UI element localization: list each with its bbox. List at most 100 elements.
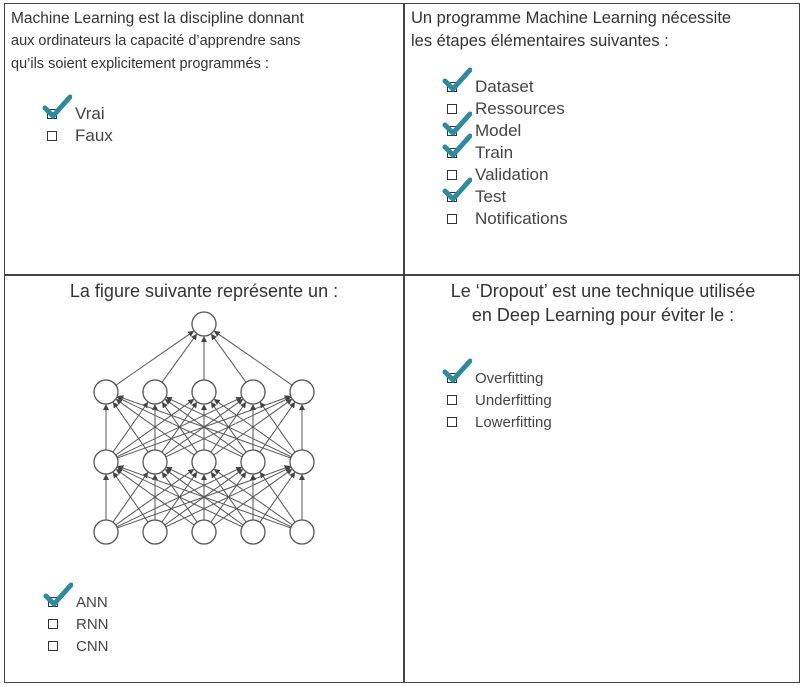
q1-option[interactable]: Vrai	[42, 94, 113, 125]
option-label: Overfitting	[475, 369, 544, 387]
question-4-line-1: Le ‘Dropout’ est une technique utilisée	[450, 281, 756, 301]
checkbox[interactable]	[447, 417, 457, 427]
network-node	[142, 449, 168, 475]
network-node	[289, 519, 315, 545]
network-edge	[213, 330, 293, 386]
checkbox[interactable]	[447, 126, 457, 136]
vertical-divider	[403, 4, 405, 682]
q3-option[interactable]: RNN	[48, 613, 109, 635]
network-edge	[116, 467, 243, 528]
option-label: Train	[475, 143, 514, 162]
option-label: Validation	[475, 165, 549, 184]
option-label: Dataset	[475, 77, 534, 96]
q2-option[interactable]: Test	[442, 177, 568, 208]
question-3-text: La figure suivante représente un :	[5, 279, 403, 303]
q4-option[interactable]: Lowerfitting	[447, 411, 552, 433]
question-3-options: ANN RNN CNN	[43, 582, 109, 657]
question-4-cell: Le ‘Dropout’ est une technique utilisée …	[405, 276, 801, 431]
q3-option[interactable]: CNN	[48, 635, 109, 657]
checkbox[interactable]	[47, 131, 57, 141]
network-node	[191, 449, 217, 475]
network-edge	[115, 468, 195, 526]
question-1-line-3: qu’ils soient explicitement programmés :	[11, 56, 269, 72]
question-2-cell: Un programme Machine Learning nécessite …	[411, 7, 797, 228]
checkbox[interactable]	[447, 373, 457, 383]
checkbox[interactable]	[48, 597, 58, 607]
question-2-line-2: les étapes élémentaires suivantes :	[411, 32, 669, 50]
network-node	[93, 449, 119, 475]
question-1-cell: Machine Learning est la discipline donna…	[11, 7, 397, 145]
q2-option[interactable]: Notifications	[447, 208, 568, 230]
question-1-line-1: Machine Learning est la discipline donna…	[11, 10, 304, 27]
network-node	[289, 379, 315, 405]
network-edge	[259, 471, 296, 523]
q2-option[interactable]: Validation	[447, 164, 568, 186]
checkbox[interactable]	[447, 104, 457, 114]
network-edge	[211, 333, 247, 383]
option-label: ANN	[76, 593, 108, 611]
quiz-grid: Machine Learning est la discipline donna…	[4, 3, 800, 683]
network-node	[289, 449, 315, 475]
q1-option[interactable]: Faux	[47, 125, 113, 147]
q4-option[interactable]: Overfitting	[442, 358, 552, 389]
network-edge	[117, 395, 291, 459]
network-node	[142, 519, 168, 545]
network-edge	[112, 471, 149, 523]
network-edge	[115, 398, 195, 456]
option-label: RNN	[76, 615, 109, 633]
checkbox[interactable]	[447, 82, 457, 92]
network-node	[240, 519, 266, 545]
network-node	[191, 519, 217, 545]
checkbox[interactable]	[47, 109, 57, 119]
neural-network-diagram	[93, 311, 315, 545]
network-node	[240, 379, 266, 405]
question-2-line-1: Un programme Machine Learning nécessite	[411, 9, 732, 27]
q2-option[interactable]: Model	[442, 111, 568, 142]
network-edge	[213, 468, 293, 526]
option-label: Test	[475, 187, 507, 206]
checkbox[interactable]	[48, 641, 58, 651]
checkbox[interactable]	[447, 395, 457, 405]
network-node	[191, 311, 217, 337]
network-node	[240, 449, 266, 475]
question-4-line-2: en Deep Learning pour éviter le :	[471, 305, 735, 325]
option-label: Model	[475, 121, 522, 140]
network-node	[93, 379, 119, 405]
checkbox[interactable]	[447, 214, 457, 224]
option-label: Faux	[75, 126, 113, 145]
option-label: Lowerfitting	[475, 413, 552, 431]
network-node	[142, 379, 168, 405]
option-label: Notifications	[475, 209, 568, 228]
horizontal-divider	[5, 274, 799, 276]
question-3-line-1: La figure suivante représente un :	[69, 281, 339, 301]
network-edge	[165, 467, 292, 528]
option-label: CNN	[76, 637, 109, 655]
q4-option[interactable]: Underfitting	[447, 389, 552, 411]
checkbox[interactable]	[447, 192, 457, 202]
q3-option[interactable]: ANN	[43, 582, 109, 613]
option-label: Ressources	[475, 99, 565, 118]
network-edge	[116, 397, 243, 458]
network-edge	[165, 397, 292, 458]
question-1-text: Machine Learning est la discipline donna…	[11, 7, 397, 76]
network-edge	[259, 401, 296, 453]
q2-option[interactable]: Dataset	[442, 67, 568, 98]
network-edge	[213, 398, 293, 456]
option-label: Underfitting	[475, 391, 552, 409]
q2-option[interactable]: Train	[442, 133, 568, 164]
checkbox[interactable]	[447, 148, 457, 158]
network-node	[191, 379, 217, 405]
question-2-text: Un programme Machine Learning nécessite …	[411, 7, 797, 53]
question-3-cell: La figure suivante représente un : ANN RN…	[5, 276, 403, 655]
network-edge	[112, 401, 149, 453]
network-edge	[161, 333, 197, 383]
question-4-text: Le ‘Dropout’ est une technique utilisée …	[405, 279, 801, 327]
question-1-line-2: aux ordinateurs la capacité d’apprendre …	[11, 33, 301, 49]
q2-option[interactable]: Ressources	[447, 98, 568, 120]
option-label: Vrai	[75, 104, 105, 123]
checkbox[interactable]	[48, 619, 58, 629]
checkbox[interactable]	[447, 170, 457, 180]
